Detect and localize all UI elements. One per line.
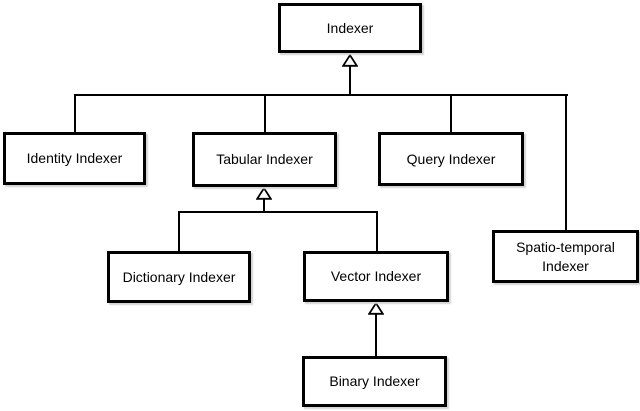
connector-indexer-stem <box>349 65 351 96</box>
connector-tabular-drop <box>264 94 266 133</box>
node-binary-indexer: Binary Indexer <box>302 356 447 407</box>
node-vector-indexer-label: Vector Indexer <box>330 268 422 285</box>
inheritance-arrowhead-vector-icon <box>368 302 384 315</box>
connector-level1-rail <box>74 94 568 96</box>
node-identity-indexer: Identity Indexer <box>3 132 146 185</box>
node-spatio-temporal-indexer: Spatio-temporal Indexer <box>492 230 639 283</box>
connector-tabular-stem <box>263 198 265 213</box>
node-dictionary-indexer: Dictionary Indexer <box>107 251 251 303</box>
inheritance-arrowhead-indexer-icon <box>342 54 358 67</box>
node-vector-indexer: Vector Indexer <box>303 251 449 302</box>
connector-identity-drop <box>74 94 76 133</box>
node-query-indexer: Query Indexer <box>378 132 524 186</box>
node-indexer: Indexer <box>278 3 422 53</box>
node-indexer-label: Indexer <box>326 19 374 36</box>
node-dictionary-indexer-label: Dictionary Indexer <box>122 268 236 285</box>
connector-dictionary-drop <box>178 211 180 252</box>
node-query-indexer-label: Query Indexer <box>406 150 496 167</box>
connector-level2-rail <box>178 211 378 213</box>
node-tabular-indexer: Tabular Indexer <box>192 132 337 187</box>
connector-vector-stem <box>375 313 377 357</box>
connector-query-drop <box>450 94 452 133</box>
node-binary-indexer-label: Binary Indexer <box>329 373 420 390</box>
inheritance-arrowhead-tabular-icon <box>256 187 272 200</box>
connector-spatio-temporal-drop <box>565 94 567 231</box>
node-spatio-temporal-indexer-label: Spatio-temporal Indexer <box>516 239 615 274</box>
node-tabular-indexer-label: Tabular Indexer <box>216 151 313 168</box>
connector-vector-drop <box>376 211 378 252</box>
node-identity-indexer-label: Identity Indexer <box>26 150 123 167</box>
